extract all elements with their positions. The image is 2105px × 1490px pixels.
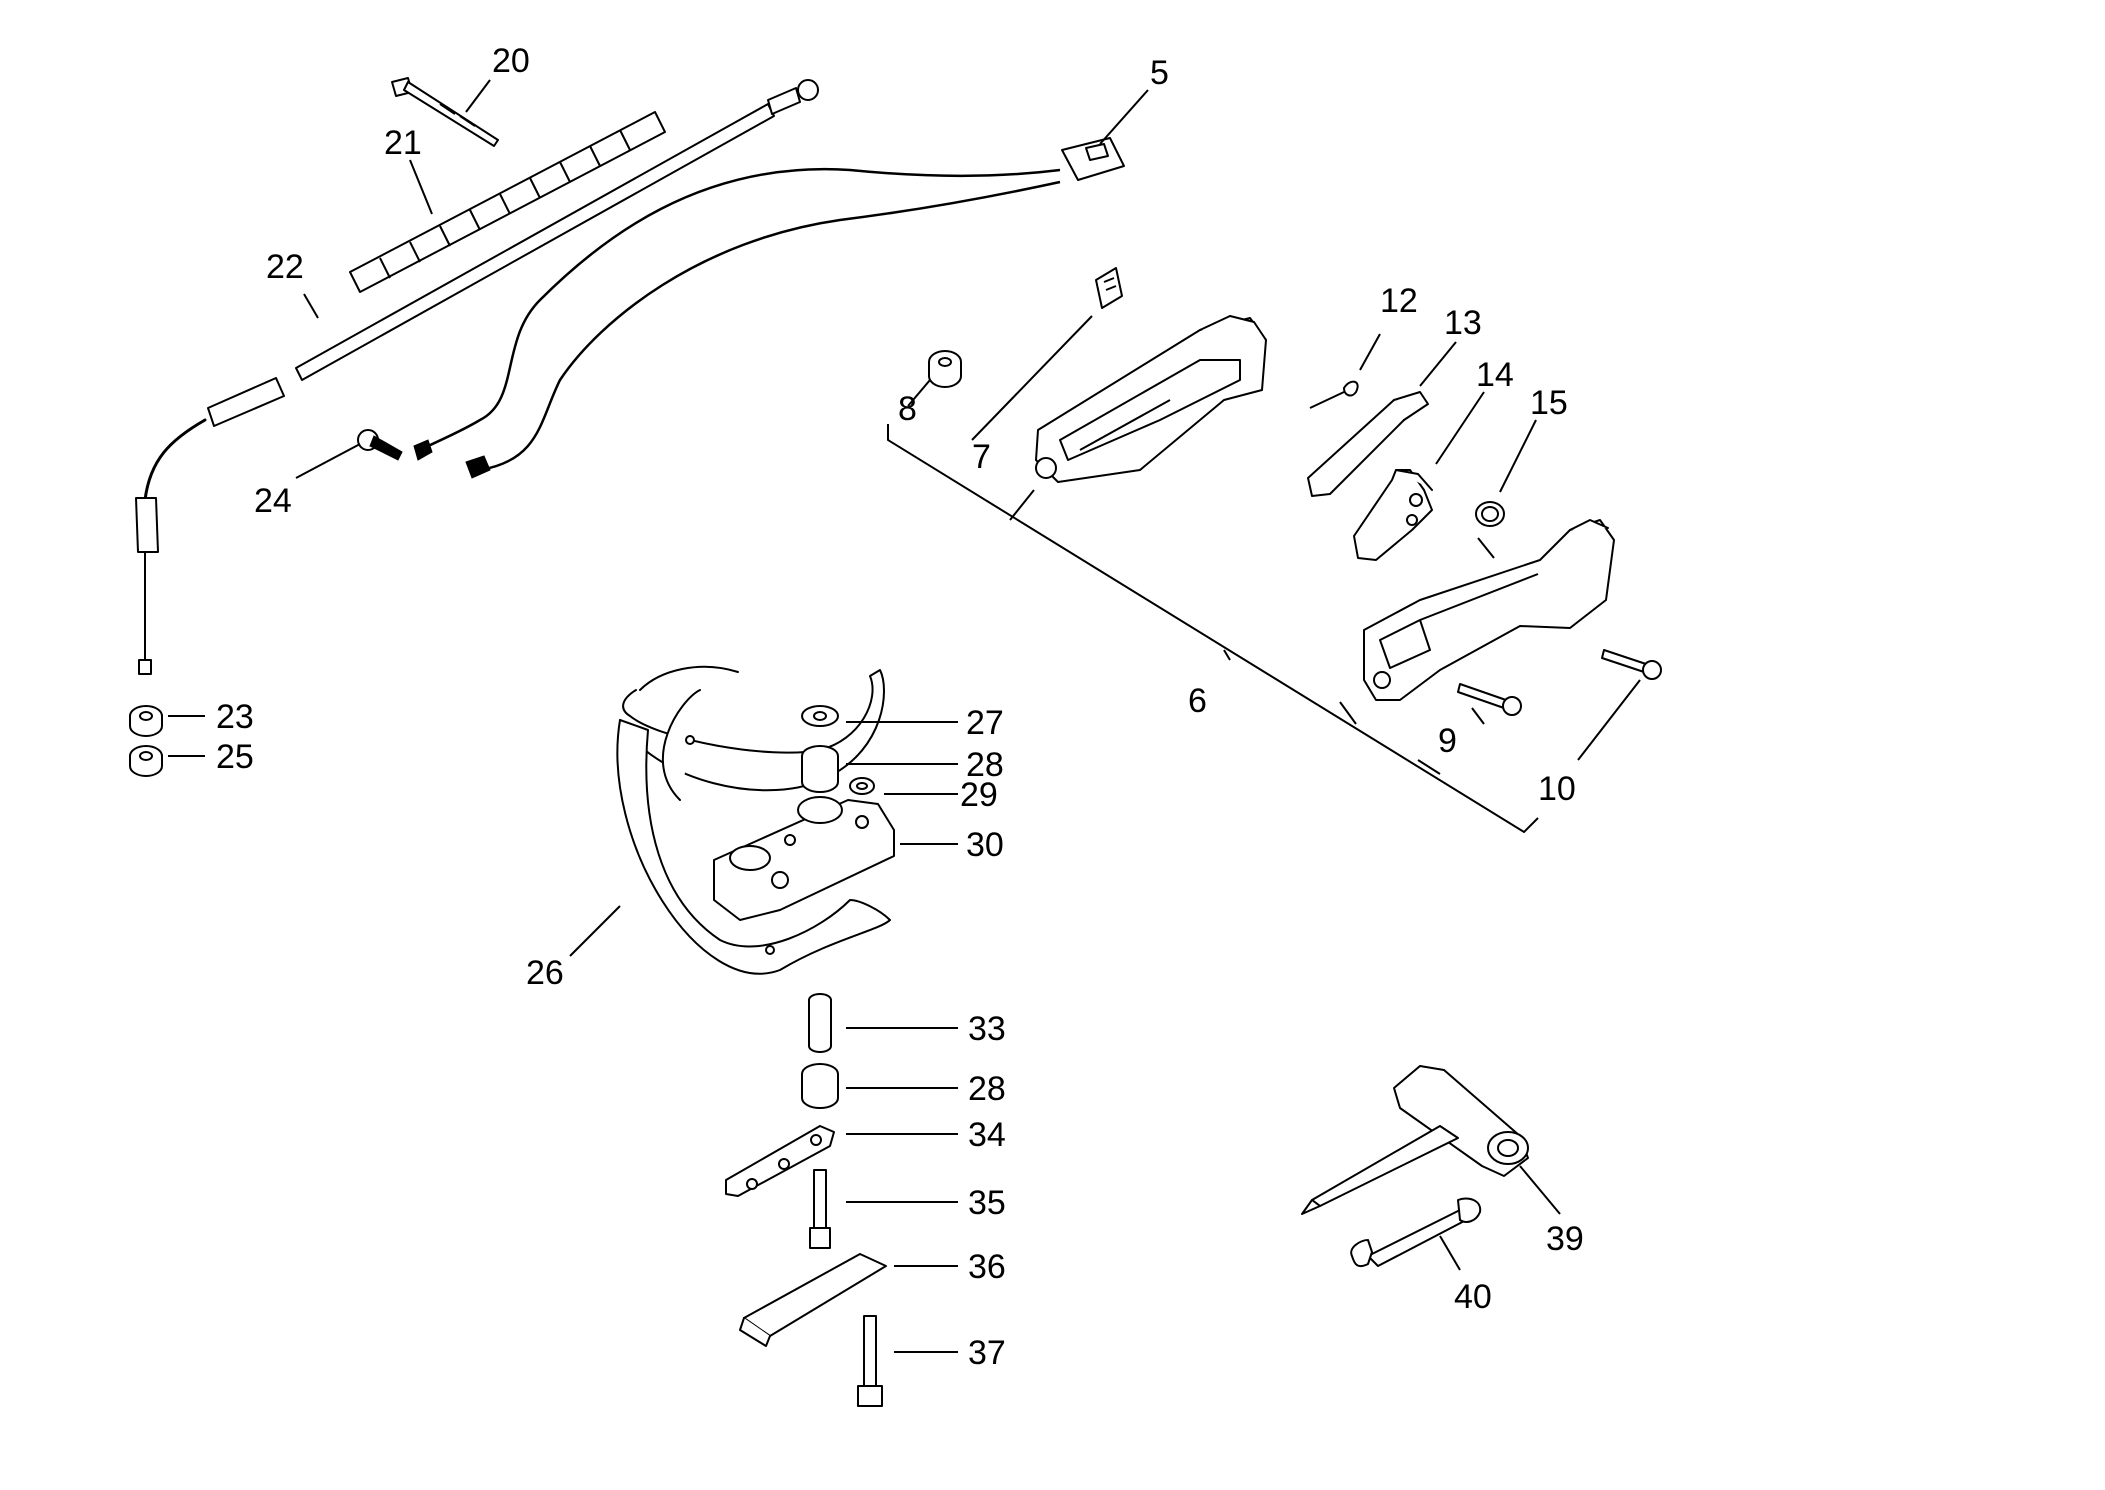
leader-line-15b	[1477, 537, 1495, 559]
callout-29: 29	[960, 776, 998, 814]
spring-part-12	[1309, 380, 1359, 409]
switch-wire-part-5	[413, 137, 1125, 479]
washer-part-27	[801, 705, 839, 727]
bolt-part-35	[809, 1169, 831, 1249]
callout-28-upper: 28	[966, 746, 1004, 784]
callout-39: 39	[1546, 1220, 1584, 1258]
nut-part-29	[849, 777, 875, 795]
callout-22: 22	[266, 248, 304, 286]
bushing-part-8	[928, 350, 962, 388]
callout-5: 5	[1150, 54, 1169, 92]
plate-part-34	[725, 1125, 835, 1197]
collar-part-28-upper	[801, 745, 839, 793]
leader-line-26	[569, 905, 621, 957]
handle-half-part-7	[1035, 315, 1267, 483]
group-bracket-line	[887, 424, 1539, 834]
socket-wrench-part-39	[1301, 1065, 1529, 1215]
callout-33: 33	[968, 1010, 1006, 1048]
leader-line-9b	[1417, 759, 1441, 775]
spacer-part-33	[808, 993, 832, 1053]
callout-24: 24	[254, 482, 292, 520]
callout-36: 36	[968, 1248, 1006, 1286]
callout-34: 34	[968, 1116, 1006, 1154]
callout-23: 23	[216, 698, 254, 736]
callout-10: 10	[1538, 770, 1576, 808]
collar-part-28-lower	[801, 1063, 839, 1109]
leader-line-21	[409, 159, 433, 215]
callout-8: 8	[898, 390, 917, 428]
leader-line-6	[1223, 649, 1231, 661]
callout-12: 12	[1380, 282, 1418, 320]
callout-25: 25	[216, 738, 254, 776]
leader-line-8	[907, 379, 931, 407]
nut-part-25	[129, 745, 163, 777]
leader-line-14	[1435, 391, 1485, 465]
leader-line-7b	[1009, 489, 1035, 521]
leader-line-40	[1439, 1235, 1461, 1271]
callout-28-lower: 28	[968, 1070, 1006, 1108]
nut-part-23	[129, 705, 163, 737]
leader-line-6b	[1339, 701, 1357, 725]
callout-20: 20	[492, 42, 530, 80]
leader-line-24	[295, 443, 361, 479]
leader-line-7	[971, 315, 1093, 441]
leader-line-5	[1099, 89, 1149, 145]
callout-9: 9	[1438, 722, 1457, 760]
callout-13: 13	[1444, 304, 1482, 342]
trigger-part-14	[1353, 469, 1433, 561]
callout-21: 21	[384, 124, 422, 162]
leader-line-12	[1359, 333, 1381, 371]
callout-37: 37	[968, 1334, 1006, 1372]
screw-part-9	[1457, 683, 1522, 716]
throttle-cable-part-22	[135, 79, 819, 675]
leader-line-22	[303, 293, 319, 319]
screw-part-24	[357, 429, 403, 461]
plate-part-36	[739, 1253, 887, 1347]
leader-line-9	[1471, 707, 1485, 725]
callout-14: 14	[1476, 356, 1514, 394]
spiral-guard-part-21	[349, 111, 666, 293]
handle-half-part-6	[1363, 519, 1615, 701]
callout-40: 40	[1454, 1278, 1492, 1316]
bolt-part-37	[857, 1315, 883, 1407]
callout-35: 35	[968, 1184, 1006, 1222]
cable-tie-part-20	[391, 77, 499, 147]
switch-knob-part-7	[1095, 267, 1123, 309]
leader-line-39	[1519, 1165, 1561, 1215]
callout-26: 26	[526, 954, 564, 992]
spring-part-15	[1475, 501, 1505, 527]
open-wrench-part-40	[1350, 1197, 1482, 1268]
callout-15: 15	[1530, 384, 1568, 422]
leader-line-13	[1419, 341, 1457, 387]
clamp-part-30	[713, 796, 895, 921]
leader-line-10	[1577, 679, 1641, 761]
callout-30: 30	[966, 826, 1004, 864]
callout-7: 7	[972, 438, 991, 476]
lever-part-13	[1307, 391, 1429, 497]
screw-part-10	[1601, 649, 1662, 680]
leader-line-20	[465, 79, 491, 113]
leader-line-15	[1499, 419, 1537, 493]
callout-6: 6	[1188, 682, 1207, 720]
callout-27: 27	[966, 704, 1004, 742]
